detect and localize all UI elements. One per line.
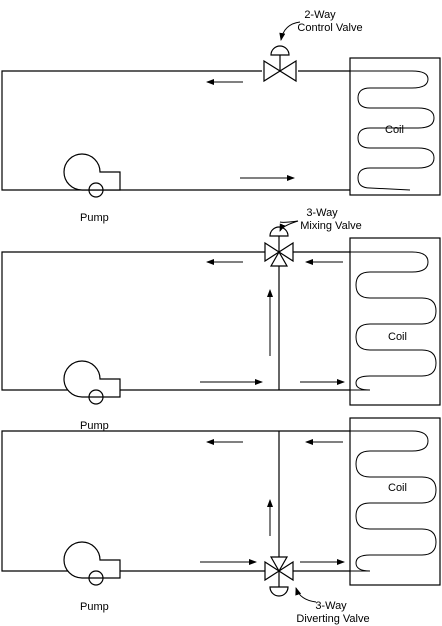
coil-label: Coil [385,124,404,136]
coil-serpentine [350,251,437,391]
valve-label-line1: 3-Way [315,600,347,612]
piping-loop [1,70,350,191]
coil-box [349,237,441,406]
coil-label: Coil [388,331,407,343]
coil-label: Coil [388,482,407,494]
valve-label-line2: Diverting Valve [296,613,369,625]
coil-serpentine [350,70,435,191]
pump-icon [63,153,121,198]
valve-leader-arrow [295,587,317,603]
pump-label: Pump [80,601,109,613]
two-way-valve-icon [263,45,297,83]
three-way-diverting-valve-icon [264,556,294,597]
valve-leader-arrow [279,21,301,41]
valve-leader-arrow [279,220,299,232]
pump-label: Pump [80,212,109,224]
pump-label: Pump [80,420,109,432]
piping-loop [1,430,350,572]
valve-label-line2: Control Valve [297,22,362,34]
coil-box [349,417,441,586]
pump-icon [63,360,121,405]
valve-label-line2: Mixing Valve [300,220,362,232]
coil-box [349,57,441,196]
panel-3way-mixing-valve: Coil 3-Way Mixing Valve Pump [1,207,441,432]
pump-icon [63,541,121,586]
panel-2way-control-valve: Coil 2-Way Control Valve Pump [1,9,441,224]
panel-3way-diverting-valve: Coil 3-Way Diverting Valve Pump [1,417,441,625]
coil-serpentine [350,430,437,572]
valve-label-line1: 3-Way [306,207,338,219]
three-way-mixing-valve-icon [264,226,294,267]
valve-label-line1: 2-Way [304,9,336,21]
piping-loop [1,251,350,391]
